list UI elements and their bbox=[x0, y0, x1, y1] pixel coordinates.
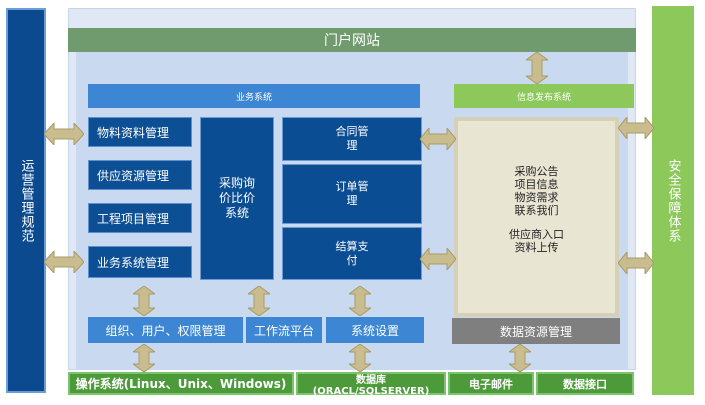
left-panel: 运营管理规范 bbox=[6, 8, 46, 393]
info-line: 资料上传 bbox=[514, 241, 559, 254]
module-contract: 合同管理 bbox=[282, 117, 422, 161]
portal-label: 门户网站 bbox=[324, 33, 380, 49]
business-system-label: 业务系统 bbox=[235, 92, 272, 103]
foundation-settings-label: 系统设置 bbox=[350, 323, 399, 338]
right-panel-label: 安全保障体系 bbox=[665, 158, 681, 243]
module-materials-label: 物料资料管理 bbox=[97, 125, 170, 140]
module-materials: 物料资料管理 bbox=[88, 117, 192, 147]
info-line: 采购公告 bbox=[514, 165, 559, 178]
double-arrow-icon bbox=[44, 251, 84, 273]
bottom-db: 数据库(ORACL/SQLSERVER) bbox=[296, 372, 446, 397]
module-supplier: 供应资源管理 bbox=[88, 160, 192, 190]
bottom-email-label: 电子邮件 bbox=[469, 377, 513, 391]
double-arrow-icon bbox=[44, 123, 84, 145]
foundation-settings: 系统设置 bbox=[326, 317, 424, 343]
double-arrow-icon bbox=[618, 252, 654, 274]
module-procurement-label: 采购询价比价系统 bbox=[218, 176, 255, 220]
foundation-org-label: 组织、用户、权限管理 bbox=[105, 323, 226, 338]
info-line: 联系我们 bbox=[514, 204, 559, 217]
double-arrow-vertical-icon bbox=[526, 52, 548, 84]
double-arrow-vertical-icon bbox=[133, 344, 155, 372]
module-project: 工程项目管理 bbox=[88, 203, 192, 233]
double-arrow-icon bbox=[420, 248, 456, 270]
right-panel: 安全保障体系 bbox=[652, 6, 694, 395]
module-supplier-label: 供应资源管理 bbox=[97, 168, 170, 183]
module-settlement-label: 结算支付 bbox=[335, 239, 369, 267]
info-content-text: 采购公告 项目信息 物资需求 联系我们 供应商入口 资料上传 bbox=[458, 165, 615, 254]
bottom-email: 电子邮件 bbox=[448, 372, 534, 395]
bottom-os-label: 操作系统(Linux、Unix、Windows) bbox=[75, 377, 287, 391]
bottom-data-interface: 数据接口 bbox=[536, 372, 634, 395]
double-arrow-vertical-icon bbox=[349, 286, 371, 316]
double-arrow-vertical-icon bbox=[509, 344, 531, 372]
double-arrow-vertical-icon bbox=[248, 286, 270, 316]
business-system-bar: 业务系统 bbox=[88, 84, 420, 108]
data-resource-bar: 数据资源管理 bbox=[452, 318, 620, 344]
module-biz-mgmt: 业务系统管理 bbox=[88, 246, 192, 278]
double-arrow-icon bbox=[420, 128, 456, 150]
bottom-db-label: 数据库(ORACL/SQLSERVER) bbox=[312, 374, 430, 397]
double-arrow-vertical-icon bbox=[349, 344, 371, 372]
info-release-label: 信息发布系统 bbox=[516, 92, 571, 103]
module-settlement: 结算支付 bbox=[282, 227, 422, 280]
module-contract-label: 合同管理 bbox=[335, 125, 369, 152]
info-release-bar: 信息发布系统 bbox=[454, 84, 634, 108]
bottom-os: 操作系统(Linux、Unix、Windows) bbox=[68, 372, 294, 395]
info-line: 项目信息 bbox=[514, 178, 559, 191]
module-order-label: 订单管理 bbox=[335, 180, 369, 207]
bottom-data-interface-label: 数据接口 bbox=[563, 377, 607, 391]
data-resource-label: 数据资源管理 bbox=[499, 324, 572, 339]
portal-bar: 门户网站 bbox=[68, 28, 636, 52]
foundation-workflow: 工作流平台 bbox=[246, 317, 322, 343]
module-project-label: 工程项目管理 bbox=[97, 211, 170, 226]
info-line: 供应商入口 bbox=[509, 228, 564, 241]
info-content-box: 采购公告 项目信息 物资需求 联系我们 供应商入口 资料上传 bbox=[454, 117, 619, 317]
foundation-org: 组织、用户、权限管理 bbox=[88, 317, 243, 343]
module-order: 订单管理 bbox=[282, 164, 422, 224]
left-panel-label: 运营管理规范 bbox=[18, 158, 34, 243]
double-arrow-vertical-icon bbox=[133, 286, 155, 316]
module-procurement: 采购询价比价系统 bbox=[200, 117, 274, 280]
foundation-workflow-label: 工作流平台 bbox=[253, 323, 314, 338]
info-line: 物资需求 bbox=[514, 191, 559, 204]
double-arrow-icon bbox=[618, 117, 654, 139]
module-biz-mgmt-label: 业务系统管理 bbox=[97, 255, 170, 270]
